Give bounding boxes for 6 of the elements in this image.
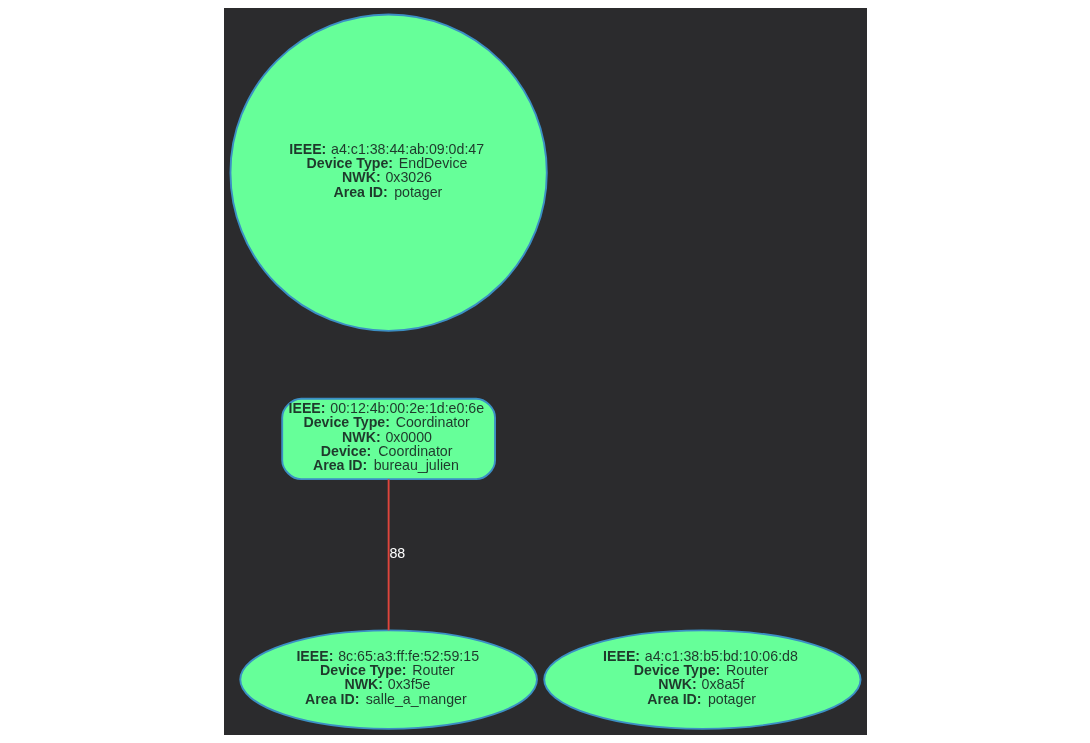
node-ellipse: IEEE: 8c:65:a3:ff:fe:52:59:15 Device Type: Router NWK: 0x3f5e Area ID: salle_a_manger: [238, 629, 538, 730]
node-circle: IEEE: a4:c1:38:44:ab:09:0d:47 Device Type: EndDevice NWK: 0x3026 Area ID: potager: [229, 13, 548, 332]
node-ellipse: IEEE: a4:c1:38:b5:bd:10:06:d8 Device Type: Router NWK: 0x8a5f Area ID: potager: [542, 629, 861, 730]
edge-label: 88: [388, 545, 405, 562]
node-box: IEEE: 00:12:4b:00:2e:1d:e0:6e Device Type: Coordinator NWK: 0x0000 Device: Coordinator Area ID: bureau_julien: [280, 397, 496, 481]
connector: [387, 478, 390, 632]
